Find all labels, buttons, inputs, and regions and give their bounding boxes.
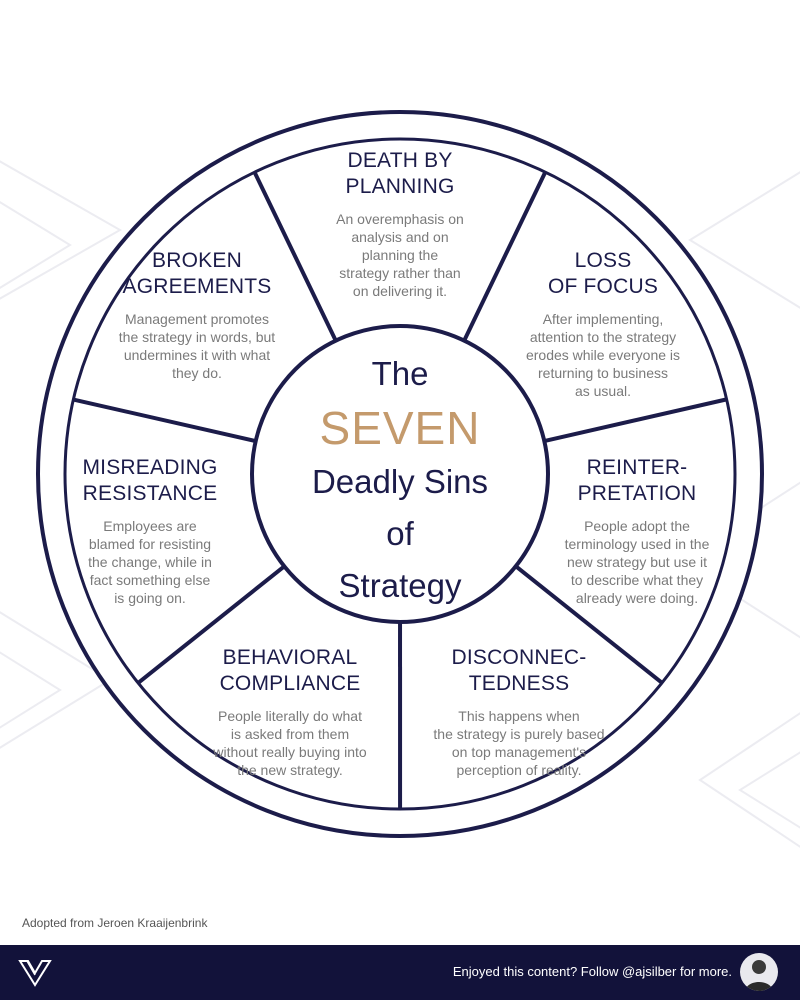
center-of: of [386,515,414,552]
avatar[interactable] [740,953,778,991]
segment-title: BEHAVIORAL COMPLIANCE [219,646,361,695]
segment-divider [136,564,286,685]
source-credit: Adopted from Jeroen Kraaijenbrink [22,916,208,930]
center-strategy: Strategy [338,567,462,604]
segment-divider [514,564,664,685]
segment-description: An overemphasis on analysis and on plann… [336,211,464,299]
segment-description: Employees are blamed for resisting the c… [88,518,212,606]
segment-title: BROKEN AGREEMENTS [122,249,272,298]
follow-cta[interactable]: Enjoyed this content? Follow @ajsilber f… [452,964,732,979]
segment-divider [543,397,728,443]
logo-icon[interactable] [18,955,52,989]
center-title: The SEVEN Deadly Sins of Strategy [270,348,530,612]
avatar-icon [745,960,773,991]
center-deadly-sins: Deadly Sins [311,463,489,500]
segment-description: This happens when the strategy is purely… [433,708,605,778]
segment-description: People literally do what is asked from t… [213,708,367,778]
segment-title: REINTER- PRETATION [577,456,697,505]
footer-bar: Enjoyed this content? Follow @ajsilber f… [0,945,800,1000]
segment-description: People adopt the terminology used in the… [564,518,710,606]
segment-description: Management promotes the strategy in word… [118,311,276,381]
segment-title: DEATH BY PLANNING [345,149,455,198]
segment-loss-of-focus: LOSS OF FOCUS After implementing, attent… [493,248,713,400]
segment-behavioral-compliance: BEHAVIORAL COMPLIANCE People literally d… [175,645,405,779]
segment-divider [252,171,338,342]
segment-title: LOSS OF FOCUS [547,249,659,298]
segment-misreading-resistance: MISREADING RESISTANCE Employees are blam… [50,455,250,607]
segment-description: After implementing, attention to the str… [525,311,681,399]
center-the: The [371,355,429,392]
segment-title: DISCONNEC- TEDNESS [451,646,587,695]
segment-broken-agreements: BROKEN AGREEMENTS Management promotes th… [87,248,307,382]
segment-reinterpretation: REINTER- PRETATION People adopt the term… [527,455,747,607]
segment-divider [462,171,548,342]
segment-title: MISREADING RESISTANCE [82,456,218,505]
segment-death-by-planning: DEATH BY PLANNING An overemphasis on ana… [300,148,500,300]
center-circle [250,324,550,624]
segment-disconnectedness: DISCONNEC- TEDNESS This happens when the… [399,645,639,779]
sins-wheel [36,110,764,838]
segment-dividers [72,171,728,810]
segment-divider [72,397,257,444]
center-seven: SEVEN [319,402,481,454]
